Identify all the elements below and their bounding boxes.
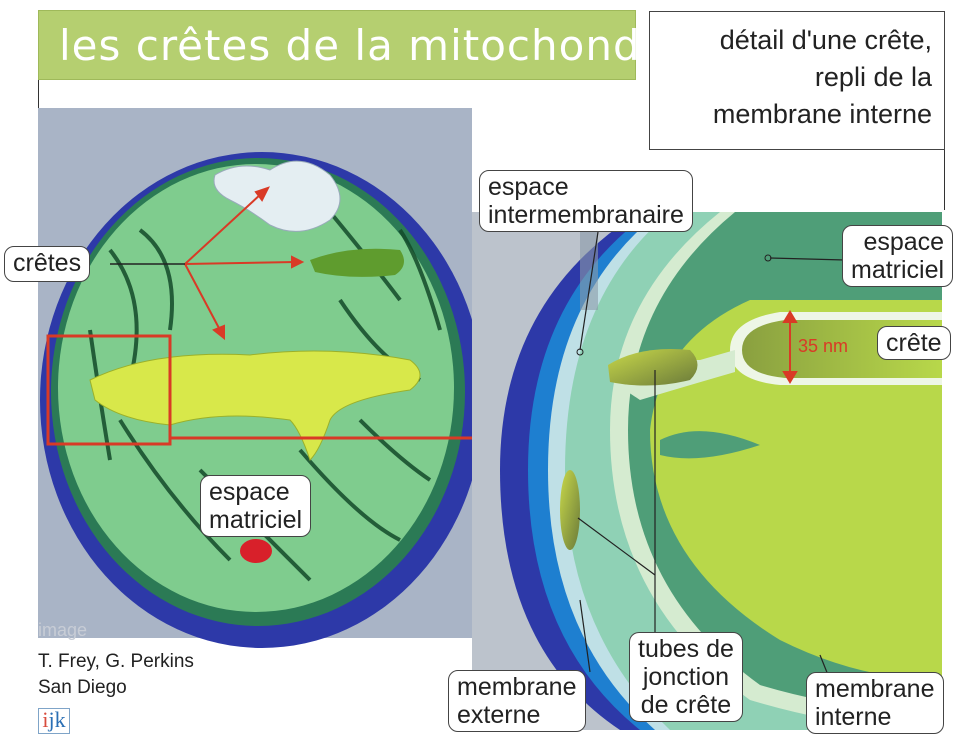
- label-espace-matriciel-left: espace matriciel: [200, 475, 311, 537]
- label-membrane-interne: membrane interne: [806, 672, 944, 734]
- label-espace-intermembranaire: espace intermembranaire: [479, 170, 693, 232]
- label-tubes-jonction: tubes de jonction de crête: [629, 632, 743, 722]
- credit-image-label: image: [38, 620, 87, 641]
- credit-place: San Diego: [38, 676, 127, 700]
- label-membrane-externe: membrane externe: [448, 670, 586, 732]
- label-cretes: crêtes: [4, 246, 90, 282]
- label-espace-matriciel-right: espace matriciel: [842, 225, 953, 287]
- credit-authors: T. Frey, G. Perkins: [38, 650, 194, 674]
- ijk-logo: ijk: [38, 708, 70, 734]
- junction-tube-oval: [560, 470, 580, 550]
- label-35nm: 35 nm: [798, 334, 848, 358]
- label-crete: crête: [877, 326, 951, 360]
- red-particle: [240, 539, 272, 563]
